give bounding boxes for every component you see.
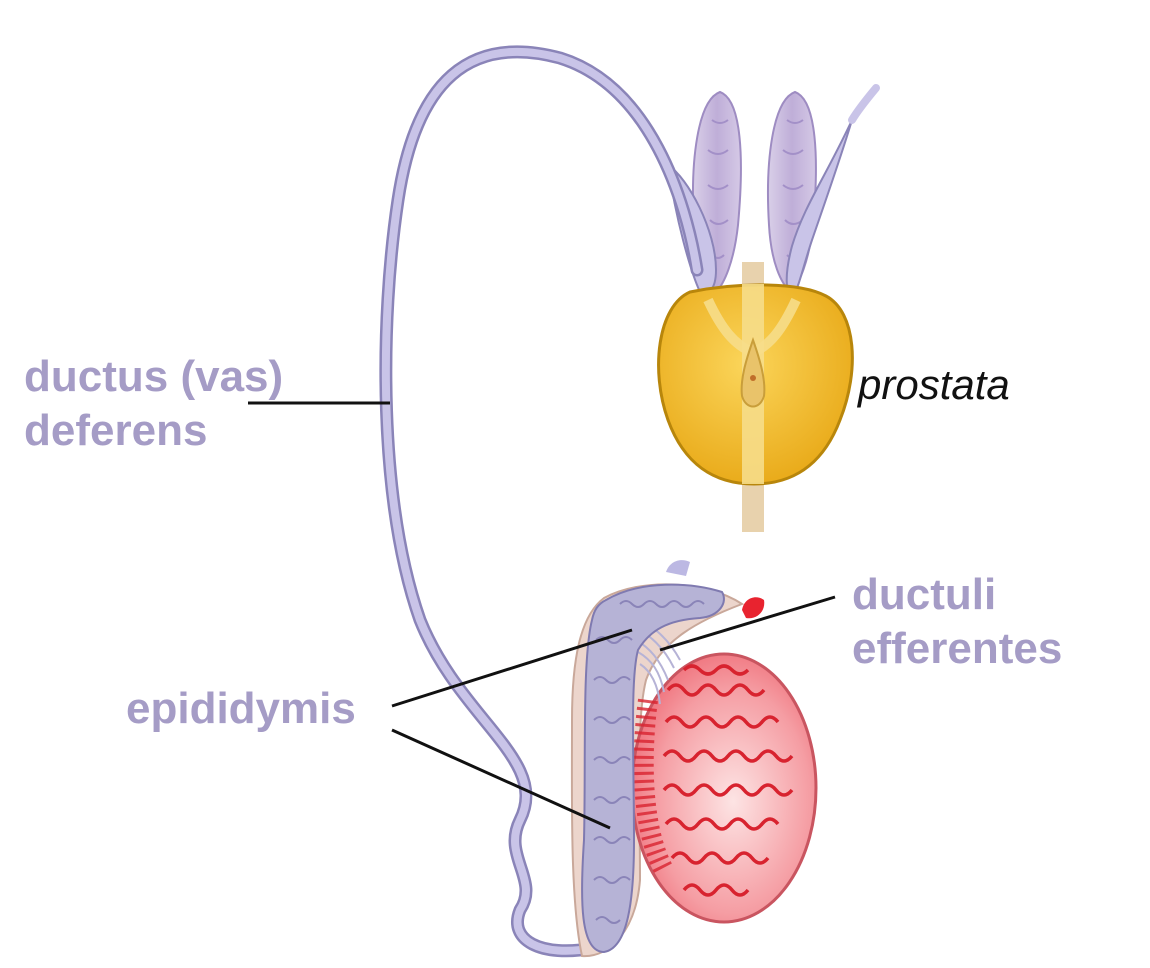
leader-epididymis-lower xyxy=(391,728,611,830)
epididymis xyxy=(581,583,725,954)
prostate xyxy=(657,283,854,486)
label-ductuli-line-1: ductuli xyxy=(852,570,997,619)
label-ductus-deferens: ductus (vas) deferens xyxy=(24,350,283,458)
testis-group xyxy=(570,560,818,958)
leader-lines xyxy=(248,401,836,830)
label-epididymis: epididymis xyxy=(126,684,356,733)
label-ductus-line-2: deferens xyxy=(24,406,208,455)
label-ductus-line-1: ductus (vas) xyxy=(24,352,284,401)
label-prostata: prostata xyxy=(858,361,1010,408)
label-ductuli-efferentes: ductuli efferentes xyxy=(852,568,1062,676)
leader-epididymis-upper xyxy=(391,628,633,708)
leader-ductuli xyxy=(659,595,836,652)
label-ductuli-line-2: efferentes xyxy=(852,624,1063,673)
